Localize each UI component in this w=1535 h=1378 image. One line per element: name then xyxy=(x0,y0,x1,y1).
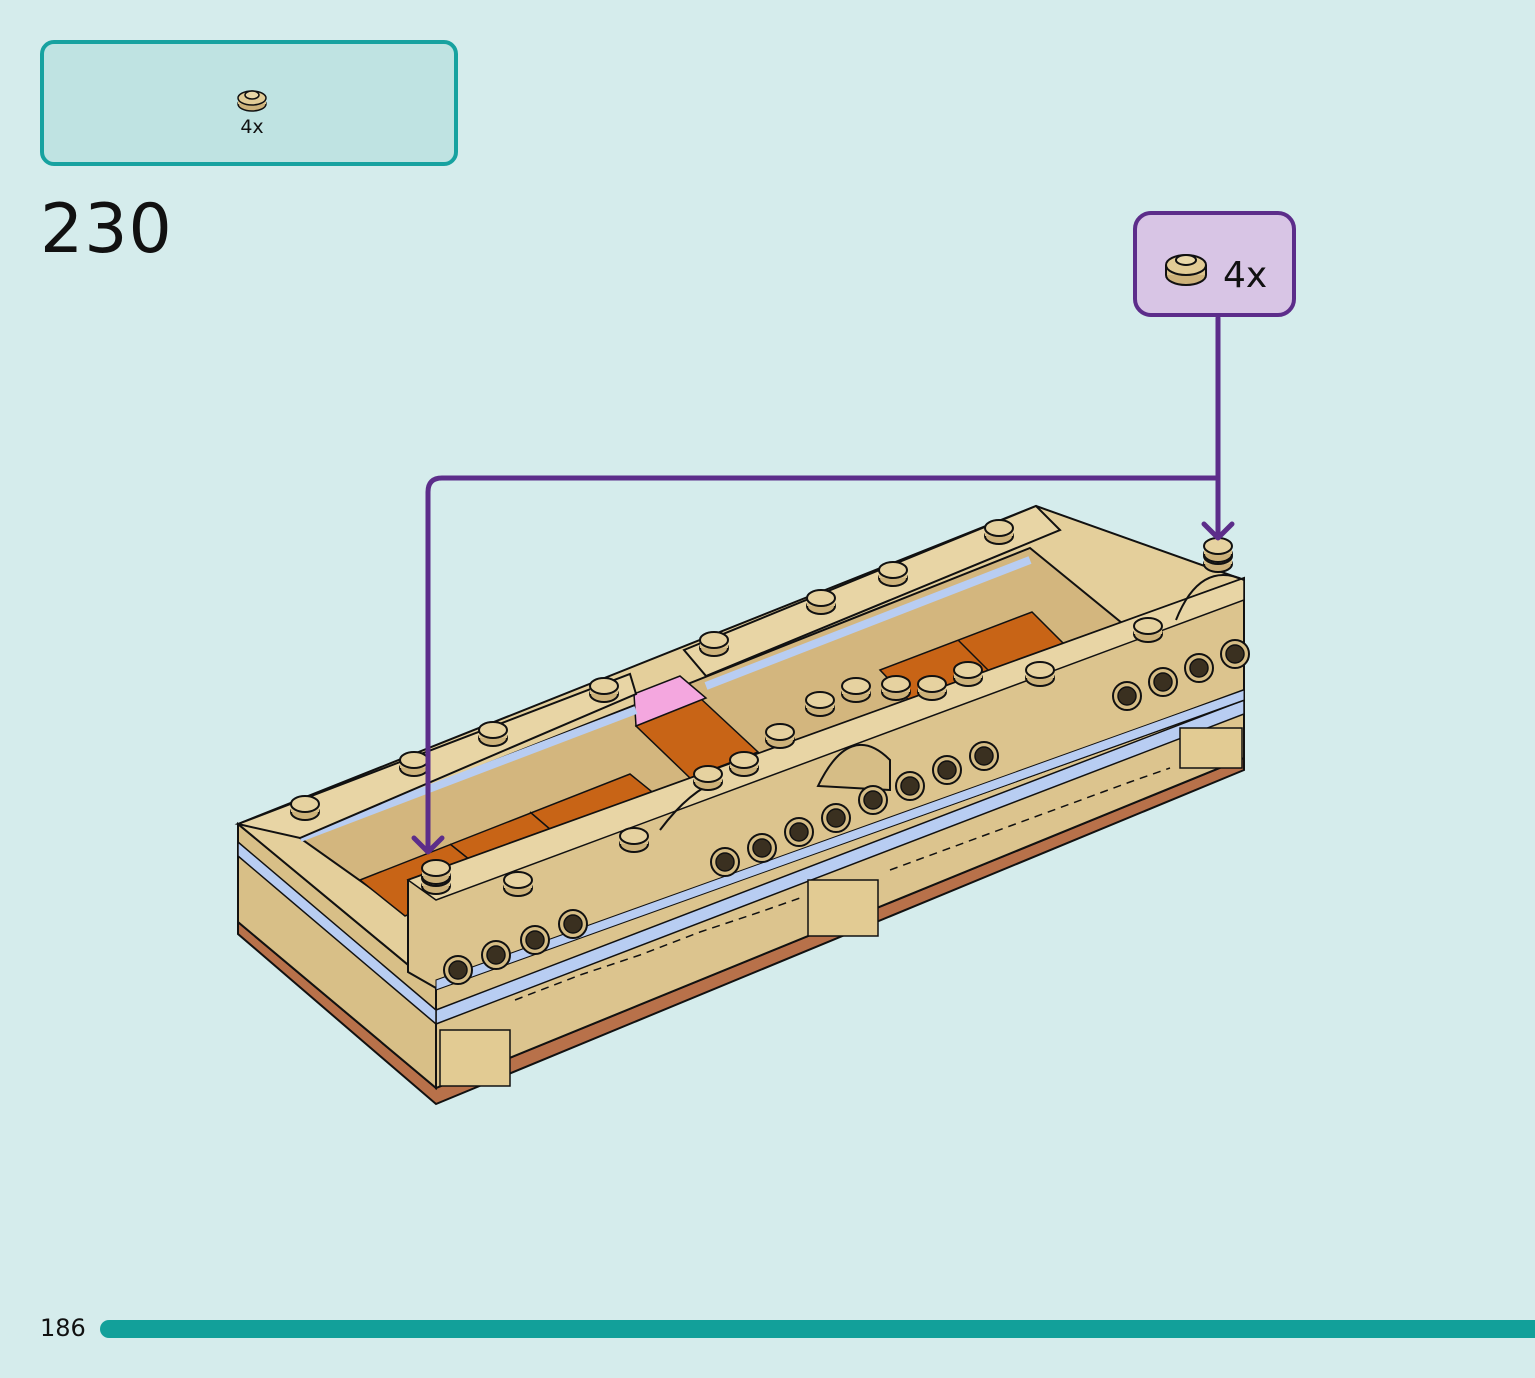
parts-quantity: 4x xyxy=(240,116,264,138)
callout-arrows xyxy=(411,315,1235,855)
page-number: 186 xyxy=(40,1314,86,1342)
round-plate-1x1-tan-icon xyxy=(1165,254,1207,286)
progress-bar xyxy=(100,1320,1535,1338)
model-body xyxy=(234,504,1245,1091)
callout-quantity: 4x xyxy=(1223,255,1268,296)
round-plate-1x1-tan-icon xyxy=(237,90,267,112)
step-number: 230 xyxy=(40,190,173,269)
callout-box: 4x xyxy=(1133,211,1296,317)
parts-list-box: 4x xyxy=(40,40,458,166)
